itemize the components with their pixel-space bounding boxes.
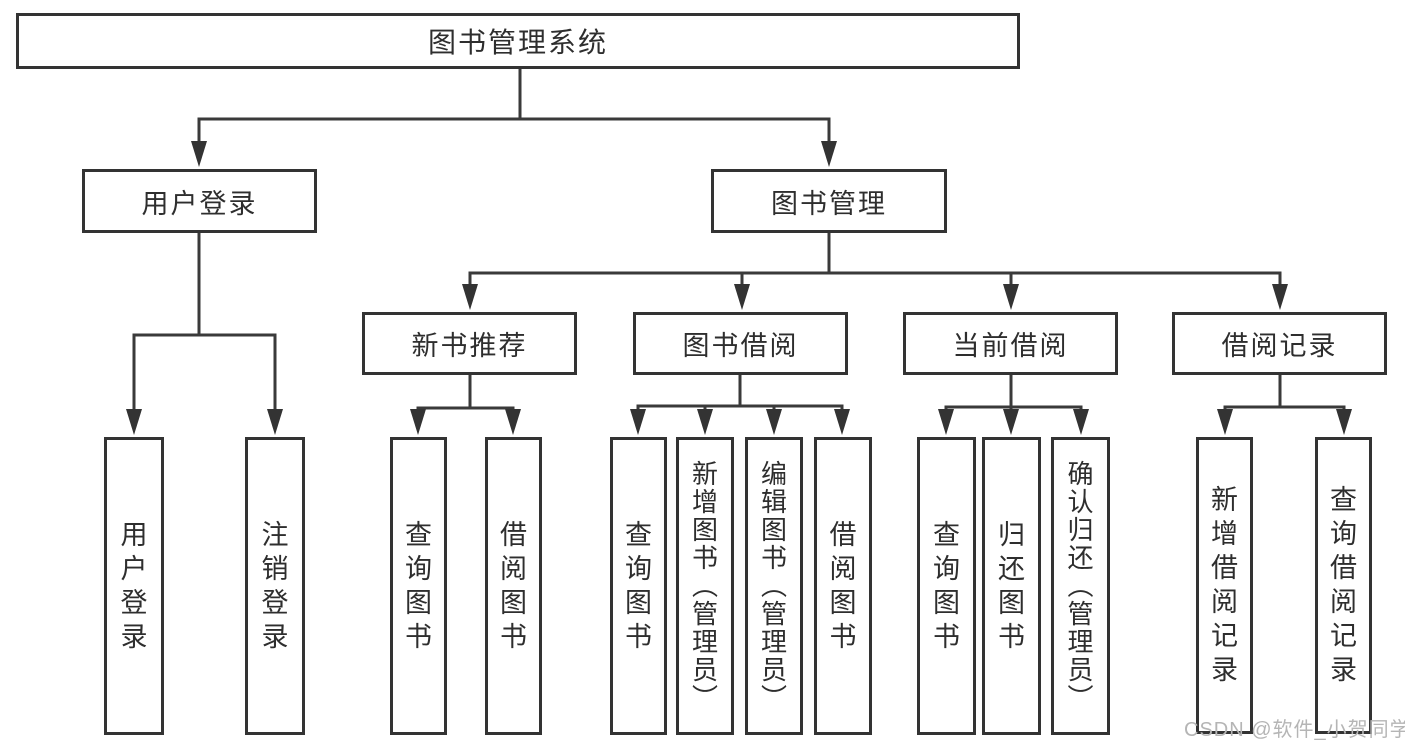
leaf-confirm-return-admin: 确认归还︵管理员︶ bbox=[1051, 437, 1110, 735]
leaf-borrow-books-recommend-label: 借阅图书 bbox=[500, 519, 527, 652]
node-book-management-label: 图书管理 bbox=[771, 188, 887, 219]
leaf-query-borrow-record: 查询借阅记录 bbox=[1315, 437, 1372, 734]
leaf-query-books-borrowing: 查询图书 bbox=[610, 437, 667, 735]
node-library-management-system: 图书管理系统 bbox=[16, 13, 1020, 69]
leaf-return-books-label: 归还图书 bbox=[998, 519, 1025, 652]
leaf-query-borrow-record-label: 查询借阅记录 bbox=[1330, 485, 1357, 685]
node-borrowing-records-label: 借阅记录 bbox=[1221, 331, 1338, 361]
node-book-borrowing-label: 图书借阅 bbox=[682, 331, 799, 361]
leaf-return-books: 归还图书 bbox=[982, 437, 1041, 735]
leaf-logout-label: 注销登录 bbox=[261, 519, 289, 652]
leaf-edit-books-admin: 编辑图书︵管理员︶ bbox=[745, 437, 803, 735]
leaf-logout: 注销登录 bbox=[245, 437, 305, 735]
csdn-watermark: CSDN @软件_小贺同学 bbox=[1184, 719, 1405, 741]
arrowheads bbox=[126, 141, 1352, 435]
node-borrowing-records: 借阅记录 bbox=[1172, 312, 1387, 375]
node-user-login: 用户登录 bbox=[82, 169, 317, 233]
node-new-book-recommend-label: 新书推荐 bbox=[411, 331, 528, 361]
leaf-borrow-books-borrowing: 借阅图书 bbox=[814, 437, 872, 735]
leaf-query-books-current: 查询图书 bbox=[917, 437, 976, 735]
node-book-management: 图书管理 bbox=[711, 169, 947, 233]
leaf-query-books-borrowing-label: 查询图书 bbox=[625, 519, 652, 652]
node-new-book-recommend: 新书推荐 bbox=[362, 312, 577, 375]
leaf-user-login: 用户登录 bbox=[104, 437, 164, 735]
leaf-query-books-recommend-label: 查询图书 bbox=[405, 519, 432, 652]
node-book-borrowing: 图书借阅 bbox=[633, 312, 848, 375]
leaf-borrow-books-borrowing-label: 借阅图书 bbox=[829, 519, 857, 652]
node-library-management-system-label: 图书管理系统 bbox=[427, 27, 608, 58]
leaf-query-books-current-label: 查询图书 bbox=[933, 519, 960, 652]
leaf-query-books-recommend: 查询图书 bbox=[390, 437, 447, 735]
node-current-borrowing: 当前借阅 bbox=[903, 312, 1118, 375]
leaf-user-login-label: 用户登录 bbox=[120, 519, 148, 652]
leaf-add-books-admin: 新增图书︵管理员︶ bbox=[676, 437, 734, 735]
leaf-add-borrow-record-label: 新增借阅记录 bbox=[1211, 485, 1238, 685]
leaf-add-books-admin-label: 新增图书︵管理员︶ bbox=[691, 459, 718, 713]
node-user-login-label: 用户登录 bbox=[141, 188, 258, 219]
node-current-borrowing-label: 当前借阅 bbox=[952, 331, 1069, 361]
leaf-borrow-books-recommend: 借阅图书 bbox=[485, 437, 542, 735]
leaf-add-borrow-record: 新增借阅记录 bbox=[1196, 437, 1253, 734]
leaf-edit-books-admin-label: 编辑图书︵管理员︶ bbox=[760, 459, 787, 713]
leaf-confirm-return-admin-label: 确认归还︵管理员︶ bbox=[1067, 459, 1094, 713]
